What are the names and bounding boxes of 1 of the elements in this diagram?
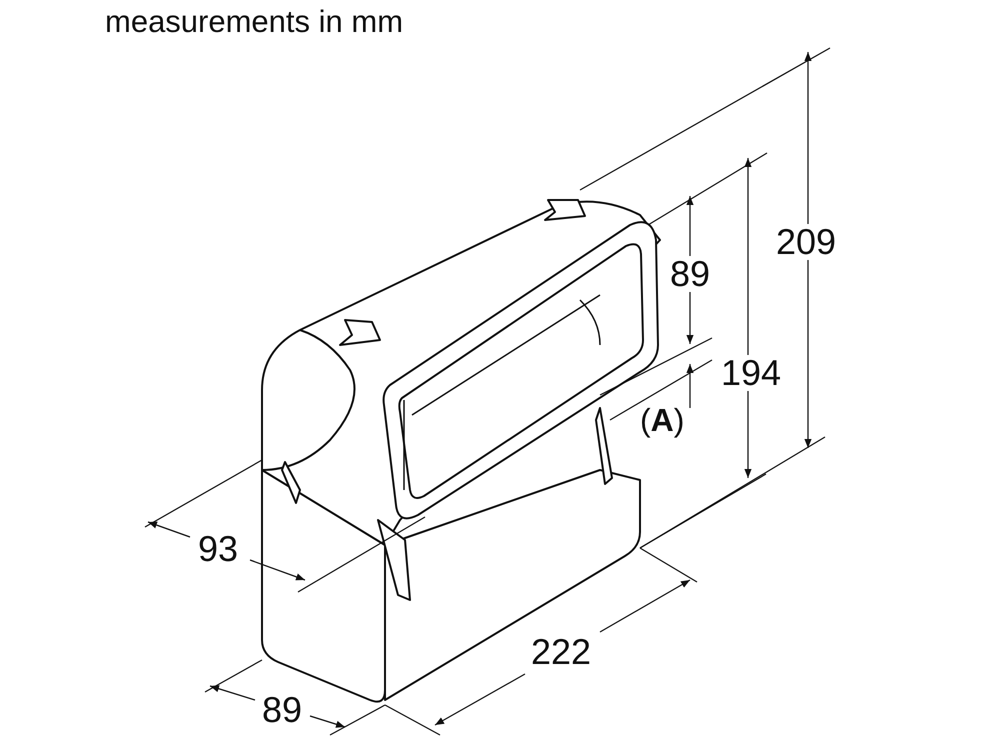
title: measurements in mm: [105, 4, 404, 40]
